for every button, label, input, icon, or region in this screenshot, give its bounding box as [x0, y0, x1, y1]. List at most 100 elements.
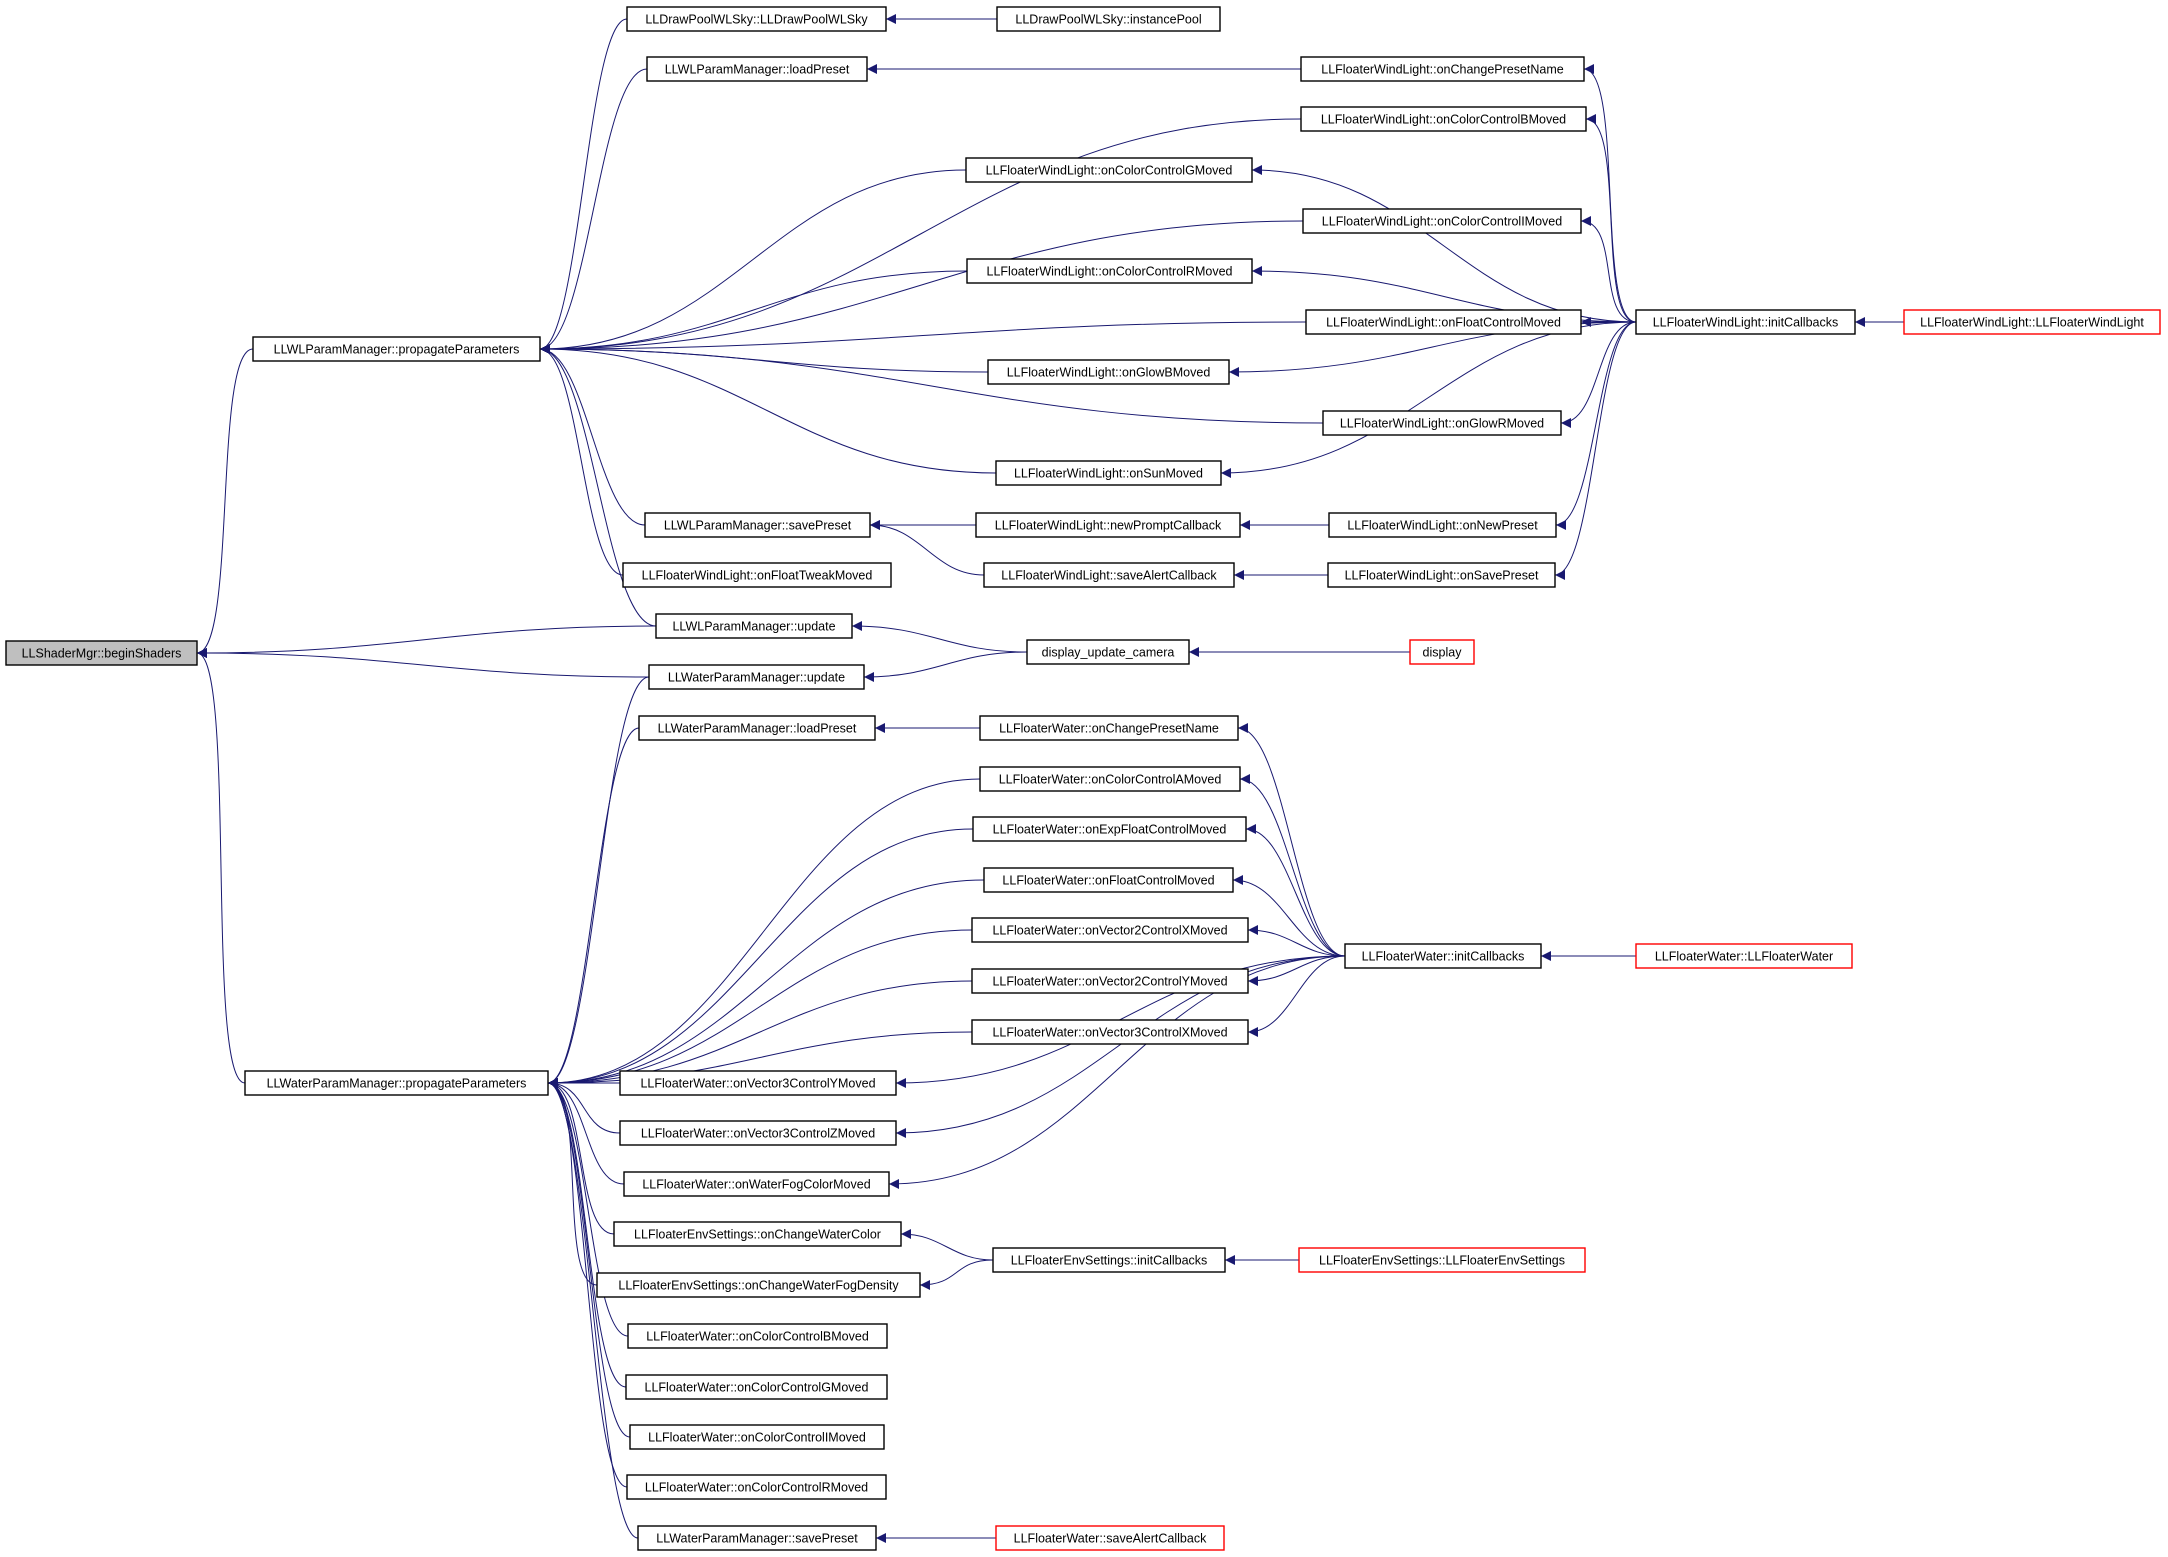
- node-box: [638, 715, 876, 741]
- edge-llwlparam-manager-propagate-parameters-to-llshader-mgr-begin-shaders: [196, 348, 254, 658]
- node-llfloater-water-on-color-control-bmoved[interactable]: LLFloaterWater::onColorControlBMoved: [627, 1323, 888, 1349]
- node-box: [971, 917, 1249, 943]
- node-label: LLWaterParamManager::savePreset: [656, 1532, 858, 1546]
- edge-llfloater-water-init-callbacks-to-llfloater-water-on-exp-float-control-moved: [1245, 824, 1346, 957]
- node-llfloater-wind-light-on-float-tweak-moved[interactable]: LLFloaterWindLight::onFloatTweakMoved: [622, 562, 892, 588]
- edge-llfloater-water-init-callbacks-to-llfloater-water-on-change-preset-name: [1237, 723, 1346, 957]
- node-llwlparam-manager-propagate-parameters[interactable]: LLWLParamManager::propagateParameters: [252, 336, 541, 362]
- node-llwlparam-manager-save-preset[interactable]: LLWLParamManager::savePreset: [644, 512, 871, 538]
- node-label: LLWaterParamManager::loadPreset: [658, 722, 857, 736]
- edge-llfloater-wind-light-save-alert-callback-to-llwlparam-manager-save-preset: [869, 520, 985, 576]
- edge-llfloater-water-init-callbacks-to-llfloater-water-on-vector3control-xmoved: [1247, 955, 1346, 1037]
- node-llwater-param-manager-save-preset[interactable]: LLWaterParamManager::savePreset: [637, 1525, 877, 1551]
- node-label: LLFloaterEnvSettings::onChangeWaterColor: [634, 1228, 881, 1242]
- node-box: [992, 1247, 1226, 1273]
- node-llfloater-water-on-vector3control-zmoved[interactable]: LLFloaterWater::onVector3ControlZMoved: [619, 1120, 897, 1146]
- node-llfloater-wind-light-llfloater-wind-light[interactable]: LLFloaterWindLight::LLFloaterWindLight: [1903, 309, 2161, 335]
- node-llfloater-wind-light-on-color-control-imoved[interactable]: LLFloaterWindLight::onColorControlIMoved: [1302, 208, 1582, 234]
- node-llfloater-wind-light-on-save-preset[interactable]: LLFloaterWindLight::onSavePreset: [1327, 562, 1556, 588]
- node-label: LLShaderMgr::beginShaders: [22, 647, 182, 661]
- node-llfloater-water-on-vector2control-ymoved[interactable]: LLFloaterWater::onVector2ControlYMoved: [971, 968, 1249, 994]
- edge-display-update-camera-to-llwlparam-manager-update: [851, 621, 1028, 653]
- node-llshader-mgr-begin-shaders[interactable]: LLShaderMgr::beginShaders: [5, 640, 198, 666]
- node-label: LLFloaterEnvSettings::onChangeWaterFogDe…: [618, 1279, 899, 1293]
- node-label: LLFloaterWindLight::onColorControlGMoved: [986, 164, 1233, 178]
- node-llfloater-water-on-color-control-gmoved[interactable]: LLFloaterWater::onColorControlGMoved: [625, 1374, 888, 1400]
- node-box: [971, 968, 1249, 994]
- node-label: LLFloaterWindLight::onNewPreset: [1347, 519, 1538, 533]
- edge-llfloater-wind-light-init-callbacks-to-llfloater-wind-light-on-glow-rmoved: [1560, 321, 1637, 428]
- node-llwater-param-manager-update[interactable]: LLWaterParamManager::update: [648, 664, 865, 690]
- node-box: [619, 1120, 897, 1146]
- node-llfloater-wind-light-on-sun-moved[interactable]: LLFloaterWindLight::onSunMoved: [995, 460, 1222, 486]
- edge-llfloater-water-init-callbacks-to-llfloater-water-on-float-control-moved: [1232, 875, 1346, 957]
- node-llfloater-water-init-callbacks[interactable]: LLFloaterWater::initCallbacks: [1344, 943, 1542, 969]
- node-llwater-param-manager-propagate-parameters[interactable]: LLWaterParamManager::propagateParameters: [244, 1070, 549, 1096]
- node-llfloater-env-settings-init-callbacks[interactable]: LLFloaterEnvSettings::initCallbacks: [992, 1247, 1226, 1273]
- node-label: LLFloaterWater::onExpFloatControlMoved: [993, 823, 1227, 837]
- node-label: LLFloaterWindLight::saveAlertCallback: [1001, 569, 1217, 583]
- node-lldraw-pool-wlsky-instance-pool[interactable]: LLDrawPoolWLSky::instancePool: [996, 6, 1221, 32]
- node-llfloater-wind-light-save-alert-callback[interactable]: LLFloaterWindLight::saveAlertCallback: [983, 562, 1235, 588]
- edge-llfloater-wind-light-on-color-control-rmoved-to-llwlparam-manager-propagate-parameters: [539, 270, 968, 354]
- edge-llfloater-water-on-color-control-gmoved-to-llwater-param-manager-propagate-parameters: [547, 1078, 627, 1388]
- node-llfloater-wind-light-on-change-preset-name[interactable]: LLFloaterWindLight::onChangePresetName: [1300, 56, 1585, 82]
- node-llfloater-wind-light-on-color-control-bmoved[interactable]: LLFloaterWindLight::onColorControlBMoved: [1300, 106, 1587, 132]
- node-llfloater-env-settings-on-change-water-color[interactable]: LLFloaterEnvSettings::onChangeWaterColor: [613, 1221, 902, 1247]
- node-box: [646, 56, 868, 82]
- node-llfloater-wind-light-on-glow-bmoved[interactable]: LLFloaterWindLight::onGlowBMoved: [987, 359, 1230, 385]
- node-llwlparam-manager-load-preset[interactable]: LLWLParamManager::loadPreset: [646, 56, 868, 82]
- edge-llfloater-wind-light-on-color-control-bmoved-to-llwlparam-manager-propagate-parameters: [539, 118, 1302, 354]
- node-label: LLWLParamManager::update: [672, 620, 835, 634]
- node-box: [995, 1525, 1225, 1551]
- node-llfloater-water-on-color-control-amoved[interactable]: LLFloaterWater::onColorControlAMoved: [979, 766, 1241, 792]
- node-llfloater-water-llfloater-water[interactable]: LLFloaterWater::LLFloaterWater: [1635, 943, 1853, 969]
- edge-llfloater-wind-light-init-callbacks-to-llfloater-wind-light-on-new-preset: [1555, 321, 1637, 530]
- edge-display-update-camera-to-llwater-param-manager-update: [863, 651, 1028, 682]
- node-box: [648, 664, 865, 690]
- node-lldraw-pool-wlsky-lldraw-pool-wlsky[interactable]: LLDrawPoolWLSky::LLDrawPoolWLSky: [626, 6, 887, 32]
- node-llfloater-water-on-float-control-moved[interactable]: LLFloaterWater::onFloatControlMoved: [983, 867, 1234, 893]
- node-llfloater-water-on-change-preset-name[interactable]: LLFloaterWater::onChangePresetName: [979, 715, 1239, 741]
- node-llfloater-env-settings-llfloater-env-settings[interactable]: LLFloaterEnvSettings::LLFloaterEnvSettin…: [1298, 1247, 1586, 1273]
- node-llwlparam-manager-update[interactable]: LLWLParamManager::update: [655, 613, 853, 639]
- node-llfloater-wind-light-on-float-control-moved[interactable]: LLFloaterWindLight::onFloatControlMoved: [1305, 309, 1582, 335]
- node-display[interactable]: display: [1409, 639, 1475, 665]
- node-llfloater-water-on-vector2control-xmoved[interactable]: LLFloaterWater::onVector2ControlXMoved: [971, 917, 1249, 943]
- node-box: [1903, 309, 2161, 335]
- node-llfloater-wind-light-init-callbacks[interactable]: LLFloaterWindLight::initCallbacks: [1635, 309, 1856, 335]
- node-llfloater-wind-light-on-glow-rmoved[interactable]: LLFloaterWindLight::onGlowRMoved: [1322, 410, 1562, 436]
- node-llfloater-water-on-vector3control-xmoved[interactable]: LLFloaterWater::onVector3ControlXMoved: [971, 1019, 1249, 1045]
- node-box: [996, 6, 1221, 32]
- node-llfloater-water-on-exp-float-control-moved[interactable]: LLFloaterWater::onExpFloatControlMoved: [972, 816, 1247, 842]
- node-label: LLWLParamManager::loadPreset: [665, 63, 850, 77]
- edge-llfloater-wind-light-init-callbacks-to-llfloater-wind-light-on-color-control-imoved: [1580, 216, 1637, 323]
- node-llfloater-water-on-water-fog-color-moved[interactable]: LLFloaterWater::onWaterFogColorMoved: [623, 1171, 890, 1197]
- node-label: LLFloaterWindLight::onSunMoved: [1014, 467, 1203, 481]
- node-label: LLWLParamManager::propagateParameters: [274, 343, 520, 357]
- node-box: [979, 715, 1239, 741]
- edge-llfloater-wind-light-on-glow-rmoved-to-llwlparam-manager-propagate-parameters: [539, 344, 1324, 424]
- node-llfloater-wind-light-on-color-control-rmoved[interactable]: LLFloaterWindLight::onColorControlRMoved: [966, 258, 1253, 284]
- node-llfloater-water-save-alert-callback[interactable]: LLFloaterWater::saveAlertCallback: [995, 1525, 1225, 1551]
- node-llfloater-water-on-color-control-rmoved[interactable]: LLFloaterWater::onColorControlRMoved: [626, 1474, 887, 1500]
- node-label: LLFloaterWindLight::initCallbacks: [1653, 316, 1839, 330]
- edge-llwlparam-manager-update-to-llwlparam-manager-propagate-parameters: [539, 344, 657, 627]
- edge-llwater-param-manager-propagate-parameters-to-llshader-mgr-begin-shaders: [196, 648, 246, 1084]
- node-llfloater-water-on-color-control-imoved[interactable]: LLFloaterWater::onColorControlIMoved: [629, 1424, 885, 1450]
- node-llfloater-wind-light-on-new-preset[interactable]: LLFloaterWindLight::onNewPreset: [1328, 512, 1557, 538]
- edge-llfloater-water-on-color-control-bmoved-to-llwater-param-manager-propagate-parameters: [547, 1078, 629, 1337]
- edge-llfloater-env-settings-init-callbacks-to-llfloater-env-settings-on-change-water-fog-density: [919, 1259, 994, 1290]
- node-llfloater-wind-light-new-prompt-callback[interactable]: LLFloaterWindLight::newPromptCallback: [975, 512, 1241, 538]
- node-llfloater-water-on-vector3control-ymoved[interactable]: LLFloaterWater::onVector3ControlYMoved: [619, 1070, 897, 1096]
- node-llfloater-env-settings-on-change-water-fog-density[interactable]: LLFloaterEnvSettings::onChangeWaterFogDe…: [596, 1272, 921, 1298]
- node-box: [655, 613, 853, 639]
- node-llwater-param-manager-load-preset[interactable]: LLWaterParamManager::loadPreset: [638, 715, 876, 741]
- node-label: LLFloaterWindLight::onSavePreset: [1345, 569, 1539, 583]
- node-box: [625, 1374, 888, 1400]
- node-label: LLDrawPoolWLSky::instancePool: [1015, 13, 1201, 27]
- node-box: [1300, 106, 1587, 132]
- edge-layer: [196, 14, 1904, 1543]
- node-llfloater-wind-light-on-color-control-gmoved[interactable]: LLFloaterWindLight::onColorControlGMoved: [965, 157, 1253, 183]
- node-display-update-camera[interactable]: display_update_camera: [1026, 639, 1190, 665]
